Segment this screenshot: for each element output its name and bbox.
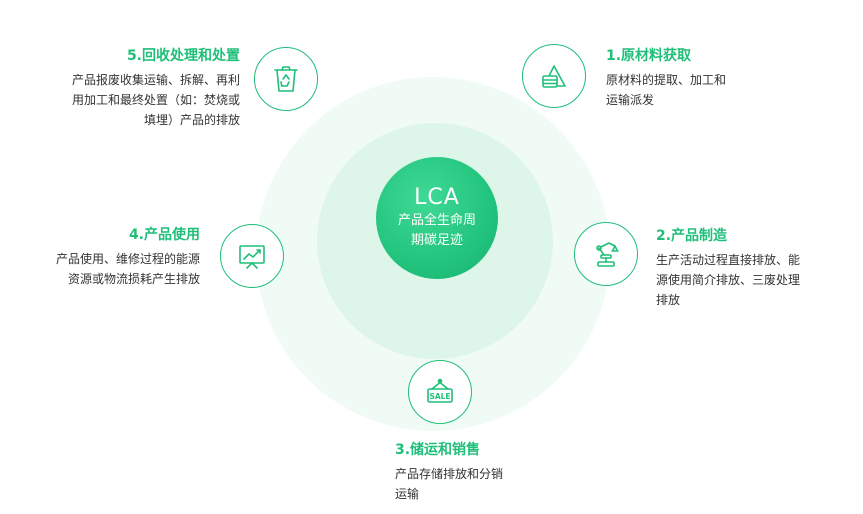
stage-2-heading: 2.产品制造 <box>656 228 728 244</box>
sale-sign-icon: SALE <box>408 360 472 424</box>
stage-5-line-3: 填埋）产品的排放 <box>143 113 240 127</box>
recycle-bin-icon <box>254 47 318 111</box>
stage-2-line-3: 排放 <box>656 293 681 307</box>
stage-5-line-2: 用加工和最终处置（如：焚烧或 <box>71 93 240 107</box>
presentation-chart-icon <box>220 224 284 288</box>
lca-center-circle: LCA 产品全生命周 期碳足迹 <box>376 157 498 279</box>
stage-4-block: 4.产品使用 产品使用、维修过程的能源 资源或物流损耗产生排放 <box>20 225 200 289</box>
stage-2-block: 2.产品制造 生产活动过程直接排放、能 源使用简介排放、三废处理 排放 <box>656 226 836 310</box>
stage-4-heading: 4.产品使用 <box>128 227 200 243</box>
raw-material-icon <box>522 44 586 108</box>
stage-5-heading: 5.回收处理和处置 <box>126 48 240 64</box>
stage-5-block: 5.回收处理和处置 产品报废收集运输、拆解、再利 用加工和最终处置（如：焚烧或 … <box>20 46 240 130</box>
robot-arm-icon <box>574 222 638 286</box>
center-subtitle-line1: 产品全生命周 <box>397 213 476 228</box>
stage-1-line-2: 运输派发 <box>606 93 655 107</box>
stage-4-line-1: 产品使用、维修过程的能源 <box>55 252 200 266</box>
center-title: LCA <box>414 185 460 210</box>
stage-3-line-2: 运输 <box>395 487 420 501</box>
stage-5-line-1: 产品报废收集运输、拆解、再利 <box>71 73 240 87</box>
center-subtitle-line2: 期碳足迹 <box>410 233 463 248</box>
stage-1-heading: 1.原材料获取 <box>606 48 692 64</box>
stage-1-block: 1.原材料获取 原材料的提取、加工和 运输派发 <box>606 46 806 110</box>
stage-3-line-1: 产品存储排放和分销 <box>395 467 504 481</box>
stage-3-heading: 3.储运和销售 <box>395 442 481 458</box>
stage-4-line-2: 资源或物流损耗产生排放 <box>67 272 200 286</box>
stage-2-line-1: 生产活动过程直接排放、能 <box>656 253 801 267</box>
stage-3-block: 3.储运和销售 产品存储排放和分销 运输 <box>395 440 565 504</box>
stage-2-line-2: 源使用简介排放、三废处理 <box>656 273 801 287</box>
sale-sign-text: SALE <box>429 392 450 401</box>
stage-1-line-1: 原材料的提取、加工和 <box>606 73 727 87</box>
